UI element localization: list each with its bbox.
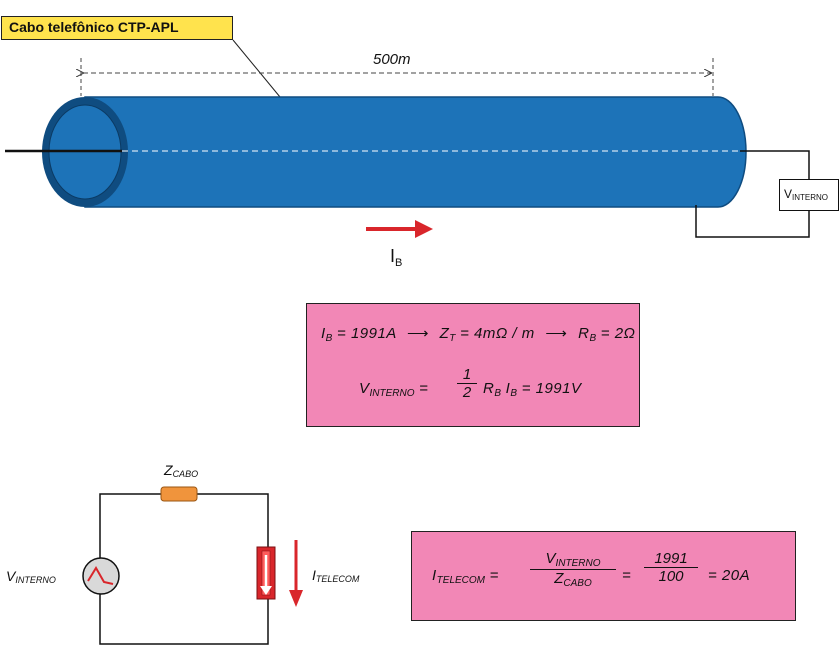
z-cabo-label: ZCABO	[164, 462, 199, 479]
wire-bottom	[695, 205, 810, 238]
circuit-loop	[99, 493, 269, 645]
surge-waveform-icon	[87, 566, 114, 585]
current-arrow-head	[415, 220, 433, 238]
itelecom-result: = 20A	[708, 567, 751, 584]
cable-length-label: 500m	[373, 51, 411, 68]
equation-box-main: IB = 1991A ⟶ ZT = 4mΩ / m ⟶ RB = 2Ω VINT…	[306, 303, 640, 427]
itelecom-eq2: =	[622, 567, 632, 584]
fraction-half: 1 2	[457, 366, 477, 401]
current-ib-label: IB	[390, 246, 403, 269]
fraction-numeric: 1991 100	[644, 550, 698, 585]
equation-line-1: IB = 1991A ⟶ ZT = 4mΩ / m ⟶ RB = 2Ω	[321, 325, 636, 344]
equation-line-2: VINTERNO =	[359, 380, 429, 399]
v-interno-box: VINTERNO	[779, 179, 839, 211]
equation-line-2-rest: RB IB = 1991V	[483, 380, 582, 399]
cable-body	[84, 96, 747, 208]
v-interno-label: VINTERNO	[6, 568, 56, 585]
resistor-zcabo	[160, 486, 198, 502]
itelecom-arrow-head	[289, 590, 303, 607]
i-telecom-label: ITELECOM	[312, 567, 360, 584]
equation-box-itelecom: ITELECOM = VINTERNO ZCABO = 1991 100 = 2…	[411, 531, 796, 621]
itelecom-lhs: ITELECOM =	[432, 567, 499, 586]
cable-title-label: Cabo telefônico CTP-APL	[1, 16, 233, 40]
wire-top	[740, 150, 810, 179]
load-arrow-head	[260, 586, 272, 595]
fraction-vz: VINTERNO ZCABO	[530, 550, 616, 589]
title-leader-line	[232, 39, 281, 98]
